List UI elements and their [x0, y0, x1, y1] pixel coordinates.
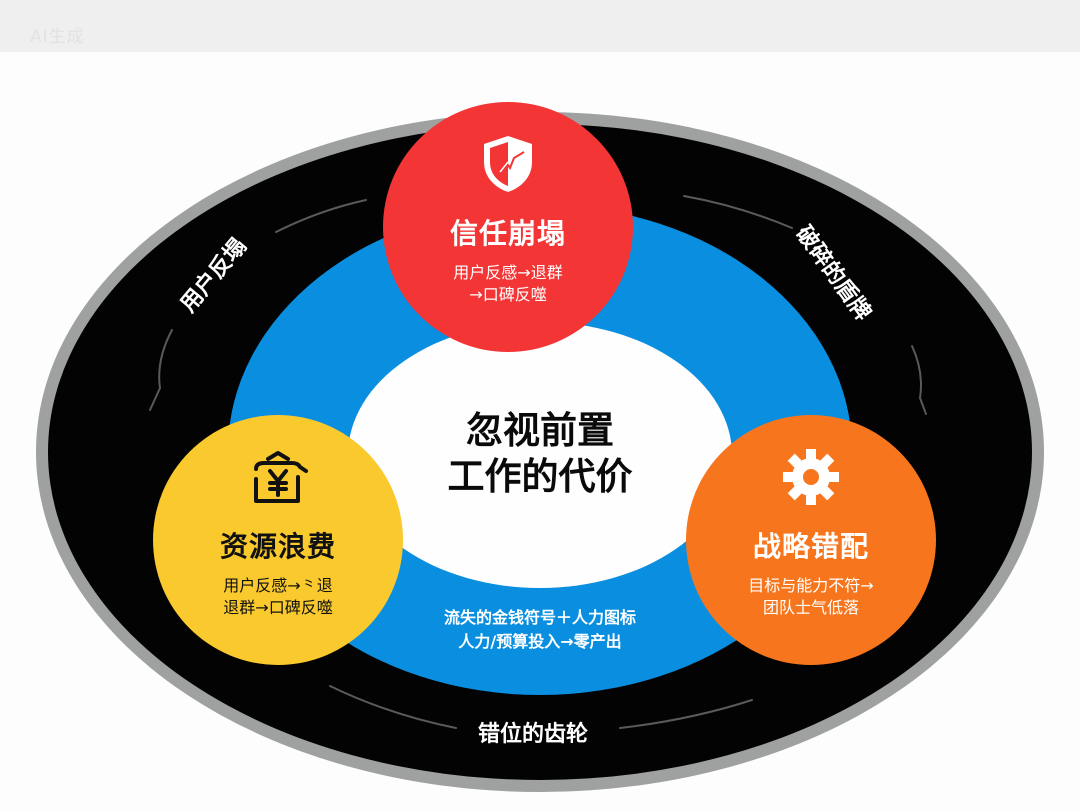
watermark: AI生成: [30, 27, 85, 47]
node-desc: 用户反感→⺀退 退群→口碑反噬: [223, 575, 332, 619]
gear-icon: [783, 449, 839, 505]
node-title: 资源浪费: [219, 530, 336, 563]
node-title: 信任崩塌: [449, 217, 566, 250]
middle-ring-text-line2: 人力/预算投入→零产出: [458, 632, 622, 651]
middle-ring-text-line1: 流失的金钱符号＋人力图标: [443, 608, 636, 627]
top-band: AI生成: [0, 0, 1080, 52]
node-desc: 目标与能力不符→ 团队士气低落: [748, 575, 873, 619]
node-strategy-mismatch: 战略错配 目标与能力不符→ 团队士气低落: [686, 415, 936, 665]
broken-shield-icon: [484, 136, 532, 192]
center-title-line2: 工作的代价: [447, 455, 633, 498]
node-desc-line2: 退群→口碑反噬: [223, 598, 333, 617]
node-desc-line1: 用户反感→退群: [453, 263, 563, 282]
node-desc: 用户反感→退群 →口碑反噬: [453, 262, 562, 306]
node-desc-line2: 团队士气低落: [762, 598, 859, 617]
node-desc-line1: 用户反感→⺀退: [223, 576, 333, 595]
center-core: [348, 322, 732, 588]
middle-ring-text: 流失的金钱符号＋人力图标 人力/预算投入→零产出: [400, 606, 680, 654]
node-desc-line1: 目标与能力不符→: [748, 576, 874, 595]
node-trust-collapse: 信任崩塌 用户反感→退群 →口碑反噬: [383, 102, 633, 352]
node-title: 战略错配: [752, 530, 869, 563]
center-title: 忽视前置 工作的代价: [390, 408, 690, 500]
center-title-line1: 忽视前置: [466, 409, 614, 452]
node-desc-line2: →口碑反噬: [469, 285, 547, 304]
money-bag-yen-icon: [254, 451, 308, 503]
node-resource-waste: 资源浪费 用户反感→⺀退 退群→口碑反噬: [153, 415, 403, 665]
outer-label-bottom: 错位的齿轮: [478, 722, 589, 747]
